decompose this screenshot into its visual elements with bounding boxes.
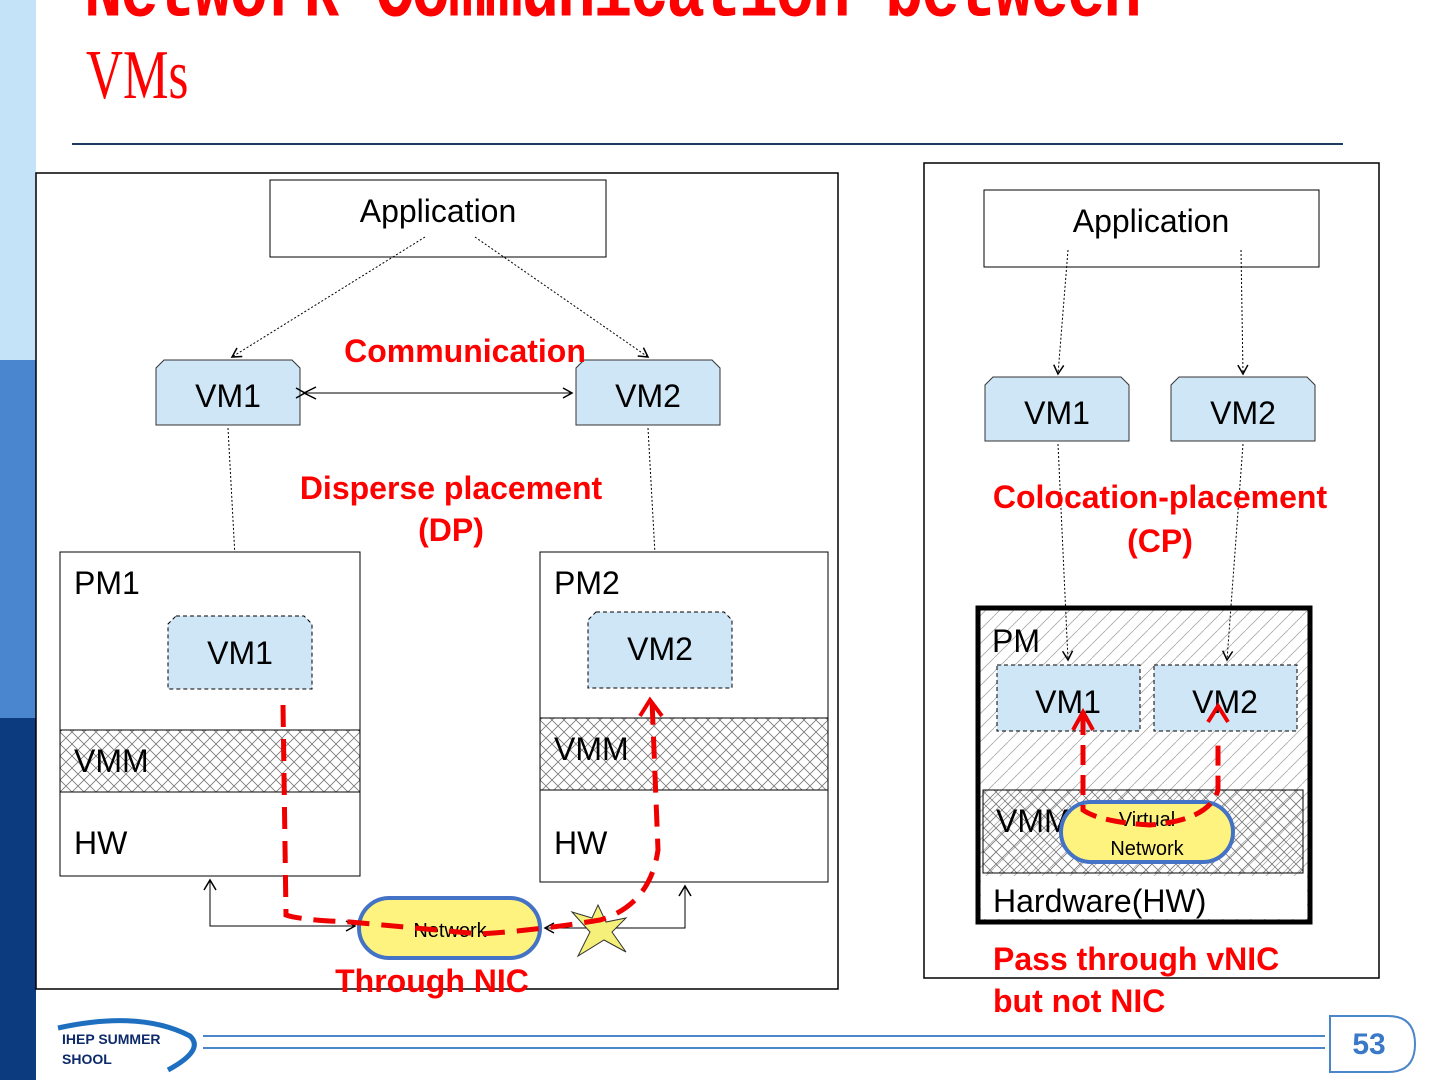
- virtual-network-label-2: Network: [1110, 838, 1184, 860]
- cp-label-2: (CP): [1127, 523, 1193, 559]
- application-box-right: [983, 189, 1320, 268]
- logo-text-2: SHOOL: [62, 1051, 112, 1067]
- vm1-placed: [167, 615, 313, 690]
- application-box: [269, 179, 607, 258]
- slide-title-line2: VMs: [86, 35, 189, 114]
- pm1-label: PM1: [74, 565, 140, 601]
- virtual-traffic-path: [1080, 715, 1221, 828]
- vmm1-label: VMM: [74, 743, 149, 779]
- vm2-label: VM2: [615, 378, 681, 414]
- pm1-box: [59, 551, 361, 877]
- vmm2-label: VMM: [554, 731, 629, 767]
- vm1-placed-label: VM1: [207, 635, 273, 671]
- vm2-label-right: VM2: [1210, 395, 1276, 431]
- side-stripe-mid: [0, 360, 36, 718]
- left-diagram: Application VM1 VM2 Communication Disper…: [35, 172, 839, 999]
- through-nic-label: Through NIC: [335, 963, 529, 999]
- slide-title-line1: Network Communication between: [84, 0, 1142, 42]
- network-pill: [357, 896, 542, 960]
- vm2-placed: [587, 611, 733, 689]
- vm1-box-right: [984, 376, 1130, 442]
- footer: IHEP SUMMER SHOOL 53: [57, 1015, 1417, 1073]
- dp-label-1: Disperse placement: [300, 470, 603, 506]
- hardware-label-right: Hardware(HW): [993, 883, 1206, 919]
- pm2-box: [539, 551, 829, 883]
- vm1-placed-label-right: VM1: [1035, 684, 1101, 720]
- hw1-label: HW: [74, 825, 128, 861]
- virtual-network-pill: [1059, 800, 1235, 864]
- virtual-network-label-1: Virtual: [1119, 809, 1175, 831]
- vm2-box: [575, 359, 721, 426]
- page-number-box: [1329, 1015, 1417, 1073]
- side-stripe-light: [0, 0, 36, 360]
- vm1-label: VM1: [195, 378, 261, 414]
- vnic-caption-1: Pass through vNIC: [993, 941, 1279, 977]
- vnic-caption-2: but not NIC: [993, 983, 1165, 1019]
- page-number: 53: [1352, 1028, 1385, 1061]
- application-label: Application: [360, 193, 517, 229]
- logo-swoosh: [57, 1018, 197, 1073]
- collision-star-icon: [570, 903, 628, 958]
- right-diagram: Application VM1 VM2 PM VMM Hardware(HW) …: [923, 162, 1380, 1019]
- dp-label-2: (DP): [418, 512, 484, 548]
- traffic-path: [280, 699, 661, 937]
- vm2-placed-label: VM2: [627, 631, 693, 667]
- vmm-label-right: VMM: [996, 803, 1071, 839]
- vm1-label-right: VM1: [1024, 395, 1090, 431]
- logo-text-1: IHEP SUMMER: [62, 1031, 161, 1047]
- side-stripe-dark: [0, 718, 36, 1080]
- hw2-label: HW: [554, 825, 608, 861]
- vm2-box-right: [1170, 376, 1316, 442]
- cp-label-1: Colocation-placement: [993, 479, 1328, 515]
- pm2-label: PM2: [554, 565, 620, 601]
- vm1-box: [155, 359, 301, 426]
- pm-label-right: PM: [992, 623, 1040, 659]
- communication-label: Communication: [344, 333, 586, 369]
- application-label-right: Application: [1073, 203, 1230, 239]
- vm1-placed-right: [996, 664, 1141, 732]
